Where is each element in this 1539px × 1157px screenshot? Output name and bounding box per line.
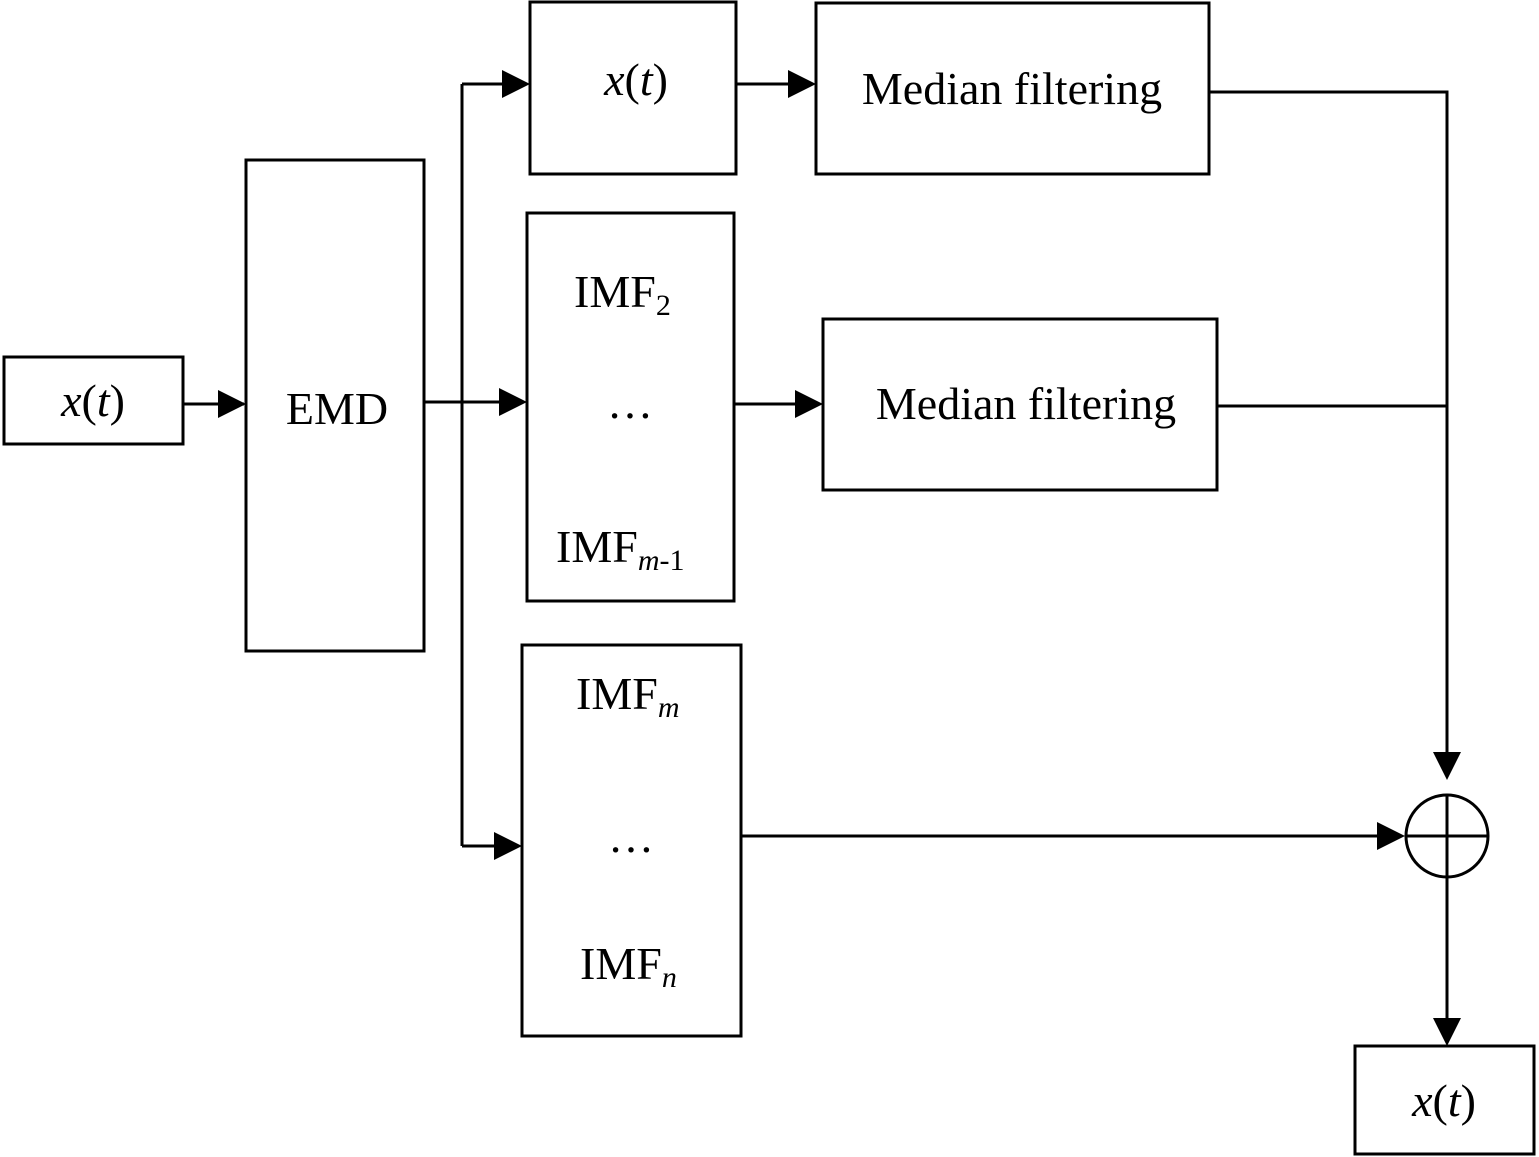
emd-box bbox=[244, 158, 426, 653]
arrowhead-sum-left bbox=[1377, 822, 1405, 850]
wire-filter1-to-sum bbox=[1209, 90, 1449, 752]
median-filter-box-1 bbox=[814, 1, 1211, 176]
branch3-bottom-label: IMFn bbox=[580, 938, 677, 994]
arrowhead-branch3 bbox=[494, 832, 522, 860]
arrowhead-output bbox=[1433, 1018, 1461, 1046]
arrowhead-branch2 bbox=[499, 388, 527, 416]
branch2-dots: … bbox=[607, 377, 653, 428]
branch2-bottom-label: IMFm-1 bbox=[556, 521, 684, 577]
median-filter-label-2: Median filtering bbox=[876, 378, 1176, 429]
arrowhead-sum-top bbox=[1433, 752, 1461, 780]
input-label: x(t) bbox=[60, 375, 125, 426]
output-box bbox=[1353, 1044, 1536, 1156]
median-filter-label-1: Median filtering bbox=[862, 63, 1162, 114]
emd-label: EMD bbox=[286, 383, 388, 434]
median-filter-box-2 bbox=[821, 317, 1219, 492]
branch1-box bbox=[528, 0, 738, 176]
arrowhead-branch1 bbox=[502, 70, 530, 98]
branch3-top-label: IMFm bbox=[576, 668, 679, 724]
input-box bbox=[2, 355, 185, 446]
branch2-top-label: IMF2 bbox=[574, 266, 671, 322]
arrowhead-filter1 bbox=[788, 70, 816, 98]
arrowhead-input-to-emd bbox=[218, 390, 246, 418]
output-label: x(t) bbox=[1411, 1075, 1476, 1126]
branch3-dots: … bbox=[608, 811, 654, 862]
branch1-label: x(t) bbox=[603, 54, 668, 105]
branch2-box bbox=[525, 211, 736, 603]
arrowhead-filter2 bbox=[795, 390, 823, 418]
branch3-box bbox=[520, 643, 743, 1038]
